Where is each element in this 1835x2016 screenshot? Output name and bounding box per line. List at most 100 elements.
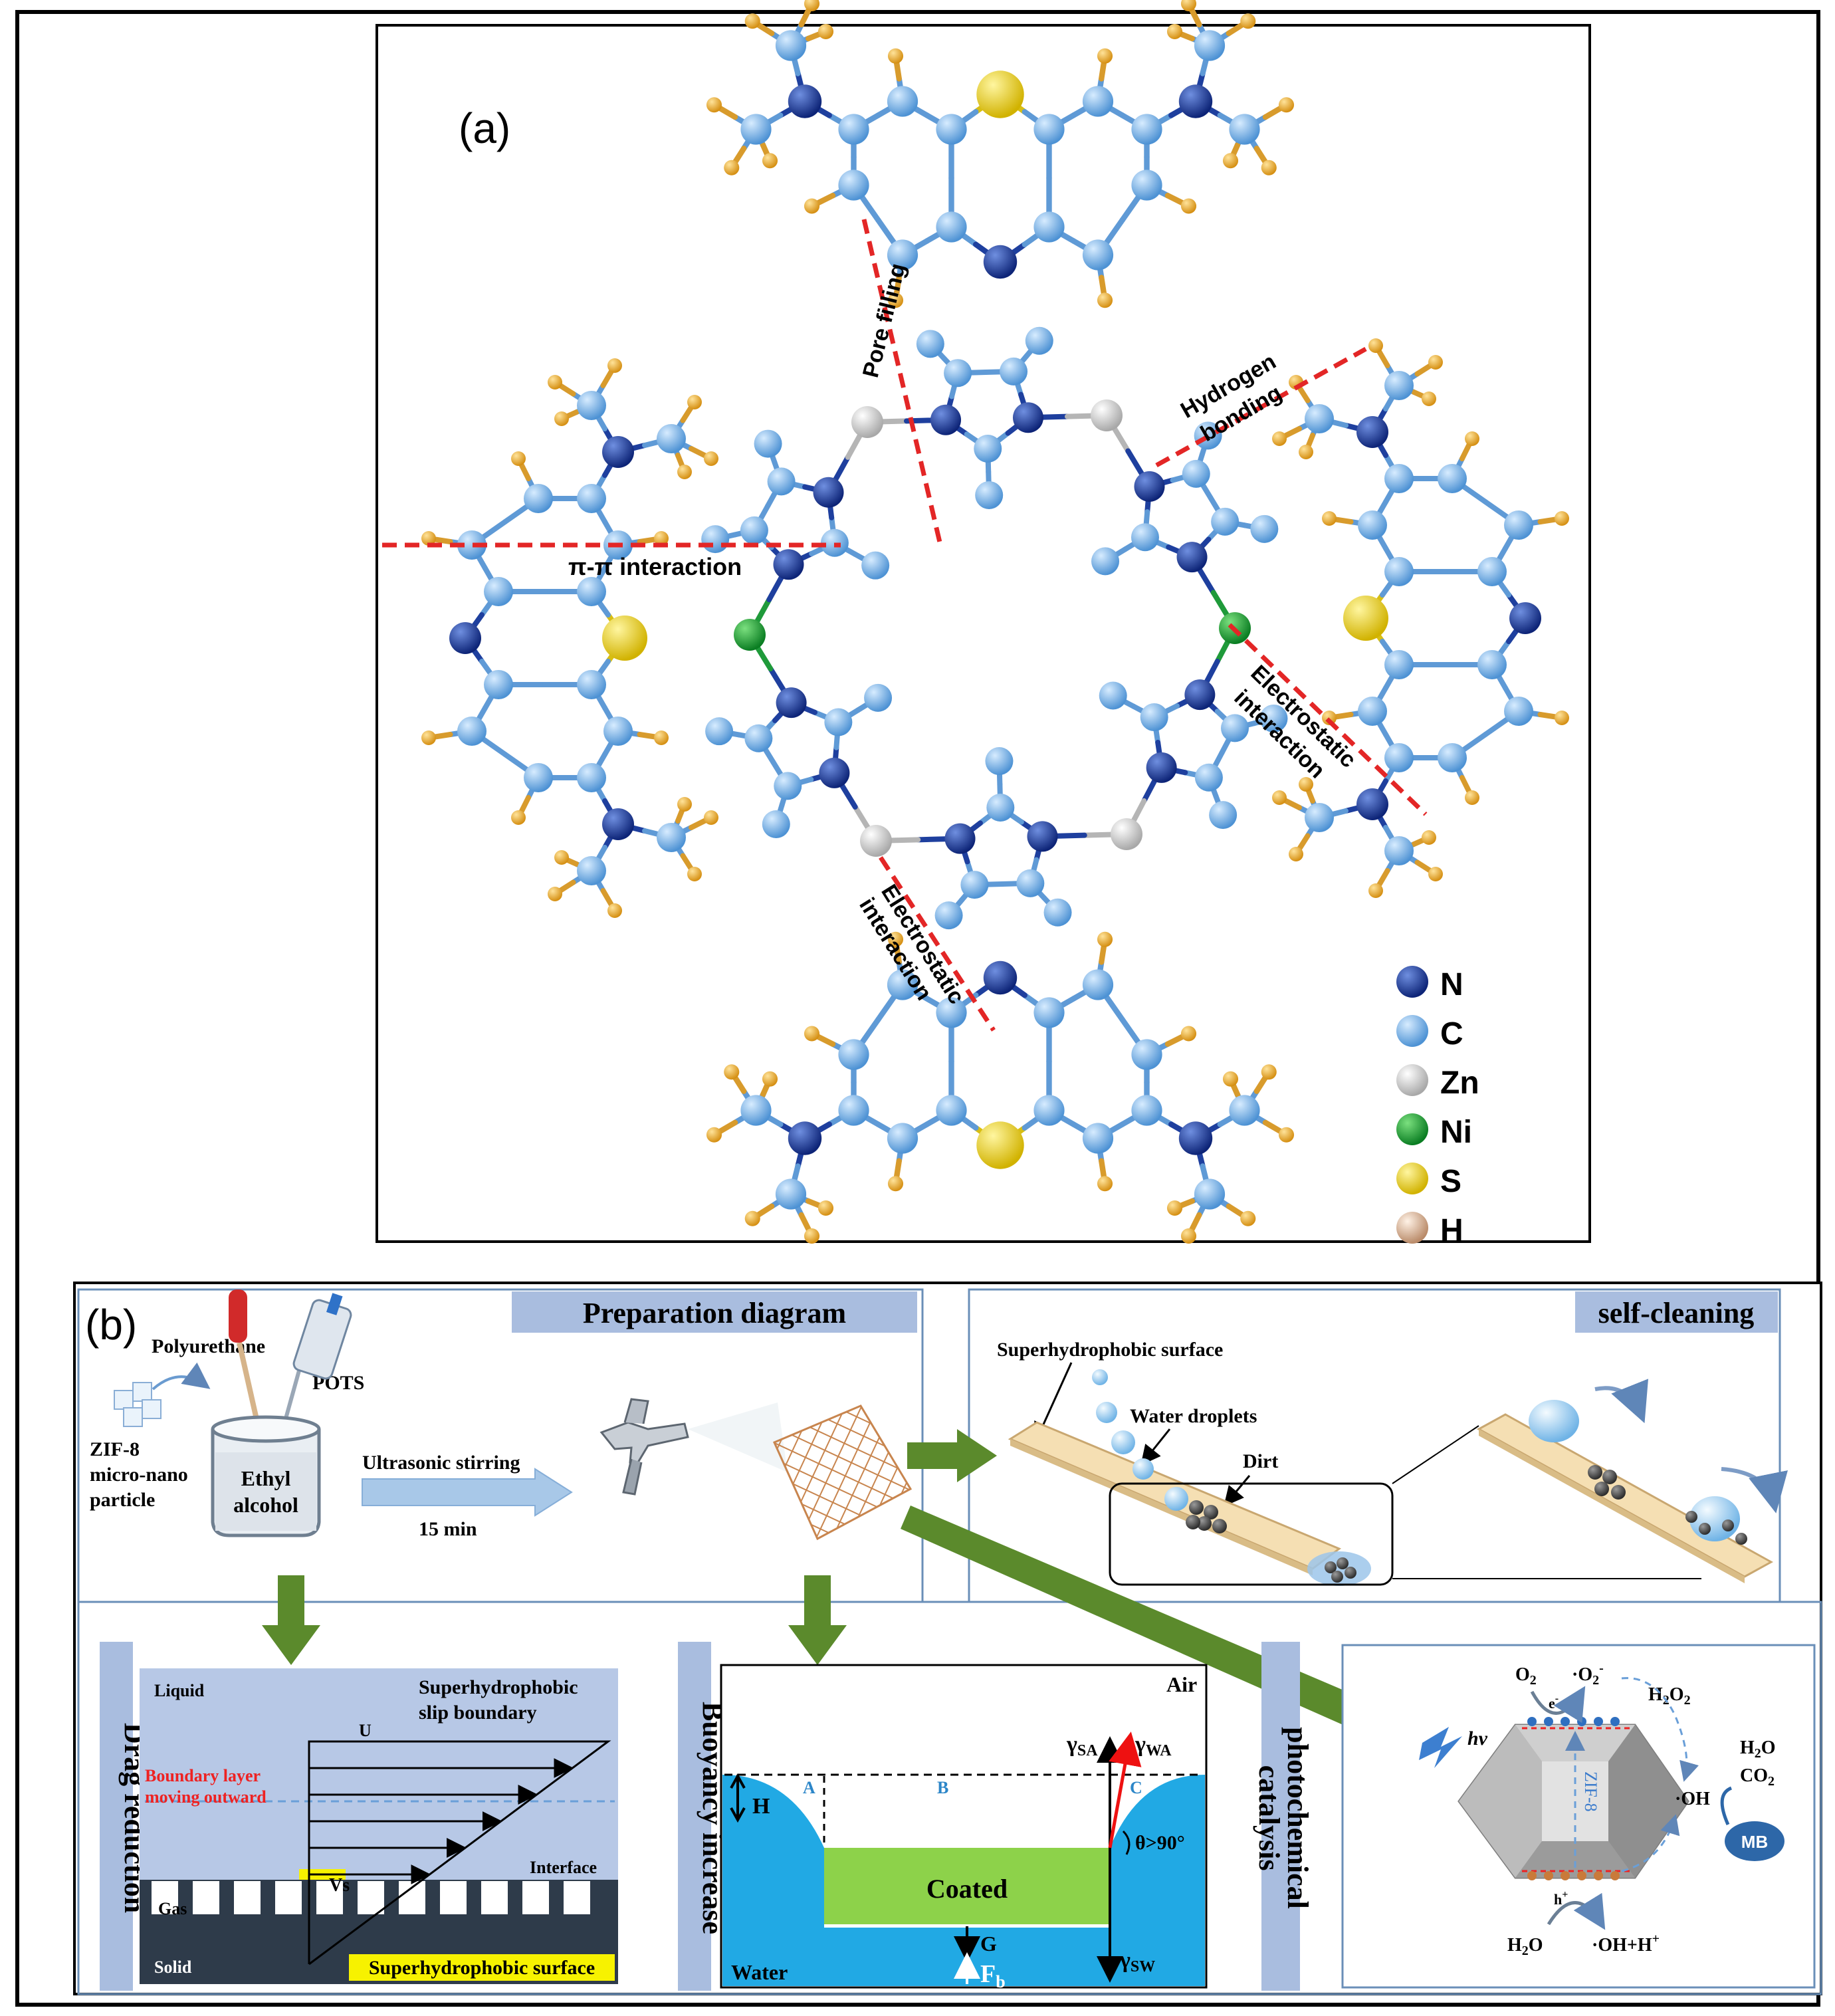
- droplet: [1133, 1458, 1154, 1480]
- water-droplets-label: Water droplets: [1130, 1405, 1257, 1427]
- legend-h-swatch: [1396, 1212, 1428, 1244]
- point-a: A: [803, 1778, 815, 1797]
- arrow-to-drag: [262, 1575, 320, 1665]
- superoxide-label: ·O2-: [1572, 1661, 1604, 1688]
- panel-b-label: (b): [85, 1301, 137, 1349]
- superhydrophobic-surface-label: Superhydrophobic surface: [997, 1339, 1223, 1361]
- hydroxyl-label: ·OH: [1675, 1789, 1710, 1809]
- legend-n-label: N: [1440, 967, 1463, 1002]
- roll-arrow-1: [1594, 1379, 1649, 1424]
- mesh-substrate: [773, 1404, 913, 1541]
- droplet: [1164, 1487, 1188, 1511]
- process-arrow: [362, 1468, 573, 1517]
- slip-label-2: slip boundary: [419, 1702, 537, 1724]
- degradation-arrow: [1720, 1786, 1733, 1826]
- liquid-label: Liquid: [154, 1681, 205, 1700]
- droplet: [1092, 1369, 1108, 1385]
- h2o2-label: H2O2: [1648, 1684, 1691, 1708]
- pi-pi-label: π-π interaction: [568, 553, 742, 580]
- drag-header: [100, 1642, 133, 1991]
- surface-plate-2-edge: [1479, 1429, 1745, 1583]
- mb-molecule: [1725, 1821, 1784, 1861]
- photocatalysis-section: photochemical catalysis hν ZIF-8 O2 ·O2: [1253, 1642, 1816, 1991]
- oxidation-arrow: [1547, 1892, 1606, 1930]
- g-label: G: [980, 1932, 997, 1956]
- zoom-line-top: [1392, 1425, 1479, 1484]
- large-droplet-1: [1529, 1400, 1579, 1442]
- arrow-to-buoyancy: [788, 1575, 847, 1665]
- air-label: Air: [1166, 1672, 1197, 1696]
- contact-angle-arc: [1122, 1830, 1131, 1855]
- drag-surface-label: Superhydrophobic surface: [369, 1957, 595, 1979]
- zif-label-1: ZIF-8: [90, 1438, 140, 1460]
- electrostatic-right-line: [1228, 623, 1428, 816]
- preparation-title: Preparation diagram: [583, 1297, 846, 1329]
- mb-label: MB: [1741, 1832, 1768, 1852]
- legend-s-swatch: [1396, 1163, 1428, 1194]
- legend-ni-label: Ni: [1440, 1115, 1472, 1150]
- panel-a-frame: [376, 24, 1591, 1243]
- polyurethane-label: Polyurethane: [152, 1335, 265, 1357]
- coated-block: [824, 1848, 1110, 1924]
- legend-h-label: H: [1440, 1213, 1463, 1248]
- h2o-label: H2O: [1507, 1935, 1543, 1958]
- coated-label: Coated: [926, 1874, 1008, 1904]
- zif-ring: [701, 326, 1288, 930]
- u-label: U: [359, 1721, 372, 1740]
- zif-label-3: particle: [90, 1489, 155, 1511]
- dirt-cluster: [1186, 1500, 1227, 1533]
- interaction-lines: [382, 219, 1428, 1032]
- droplet: [1111, 1430, 1135, 1454]
- zif-label-2: micro-nano: [90, 1464, 188, 1486]
- o2-label: O2: [1515, 1664, 1537, 1688]
- gamma-wa-arrow: [1108, 1732, 1142, 1848]
- legend-s-label: S: [1440, 1164, 1461, 1199]
- methylene-blue-top: [706, 0, 1295, 308]
- legend-zn-swatch: [1396, 1064, 1428, 1096]
- self-cleaning-title: self-cleaning: [1598, 1297, 1755, 1329]
- panel-b: (b) Preparation diagram self-cleaning Po…: [73, 1282, 1822, 1995]
- legend-zn-label: Zn: [1440, 1065, 1479, 1101]
- drag-reduction-section: Drag reduction Liquid Superhydrophobic s…: [100, 1642, 618, 1991]
- photo-title-2: catalysis: [1253, 1765, 1285, 1871]
- hole-label: h+: [1554, 1889, 1568, 1908]
- surface-plate-2: [1476, 1413, 1774, 1578]
- zoom-box: [1109, 1482, 1394, 1586]
- gas-label: Gas: [158, 1899, 187, 1918]
- boundary-label-2: moving outward: [145, 1787, 267, 1807]
- hydrogen-bond-line: [1155, 346, 1367, 468]
- co2-label: CO2: [1740, 1765, 1775, 1789]
- vs-label: Vs: [329, 1875, 350, 1896]
- fb-label: Fb: [980, 1960, 1006, 1991]
- panel-a: (a) Pore filling Hydrogen bonding π-π in…: [376, 0, 1591, 1248]
- oh-h-label: ·OH+H+: [1592, 1932, 1660, 1956]
- legend-n-swatch: [1396, 966, 1428, 998]
- zif8-label: ZIF-8: [1581, 1771, 1600, 1812]
- point-b: B: [937, 1778, 948, 1797]
- panel-a-label: (a): [459, 104, 510, 152]
- hydroxyl-path: [1621, 1814, 1680, 1872]
- h-label: H: [752, 1794, 770, 1819]
- dirty-droplet: [1307, 1551, 1371, 1586]
- methylene-blue-bottom: [706, 931, 1295, 1244]
- buoyancy-section: Buoyancy increase Coated Air A B C H γSA…: [678, 1642, 1208, 1991]
- pore-filling-line: [861, 219, 943, 546]
- water-label: Water: [731, 1960, 788, 1984]
- dirt-cluster-2: [1588, 1465, 1626, 1500]
- legend-ni-swatch: [1396, 1113, 1428, 1145]
- self-cleaning-header: [1575, 1291, 1778, 1333]
- zif8-crystal: [1457, 1724, 1689, 1879]
- preparation-header: [512, 1291, 917, 1333]
- electrostatic-bottom-line: [879, 856, 996, 1032]
- roll-arrow-2: [1721, 1467, 1788, 1513]
- hv-label: hν: [1467, 1728, 1488, 1749]
- velocity-arrows: [309, 1758, 574, 1884]
- methylene-blue-left: [421, 358, 718, 918]
- slip-label-1: Superhydrophobic: [419, 1676, 578, 1698]
- beaker-icon: Ethyl alcohol: [211, 1415, 321, 1537]
- dirt-label: Dirt: [1243, 1450, 1278, 1472]
- legend-c-swatch: [1396, 1015, 1428, 1047]
- buoyancy-header: [678, 1642, 711, 1991]
- lower-frame: [77, 1601, 1822, 1995]
